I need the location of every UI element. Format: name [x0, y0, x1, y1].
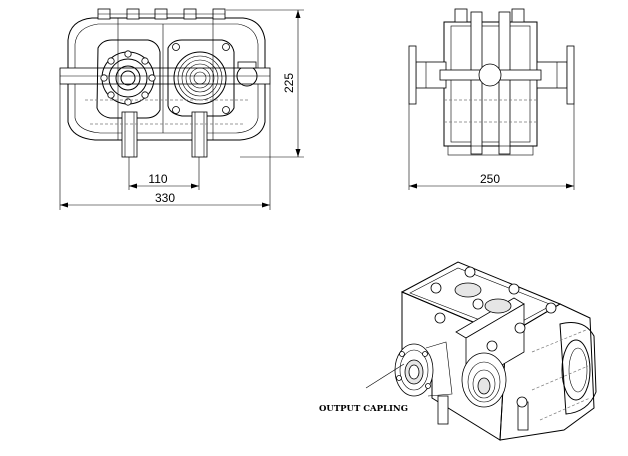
output-coupling-flange	[394, 341, 453, 397]
input-hub	[461, 352, 507, 408]
callout-leader-line	[365, 363, 405, 389]
dimension-330-label: 330	[155, 191, 175, 205]
dimension-250-label: 250	[480, 172, 500, 186]
side-view-dimensions	[408, 104, 575, 190]
front-view	[59, 8, 271, 158]
side-view	[408, 8, 575, 156]
front-view-dimensions	[59, 9, 304, 210]
output-coupling-callout-label: OUTPUT CAPLING	[319, 404, 408, 414]
dimension-110-label: 110	[148, 172, 167, 186]
dimension-225-label: 225	[282, 73, 296, 93]
isometric-view	[394, 261, 597, 441]
top-bolts	[430, 266, 557, 352]
